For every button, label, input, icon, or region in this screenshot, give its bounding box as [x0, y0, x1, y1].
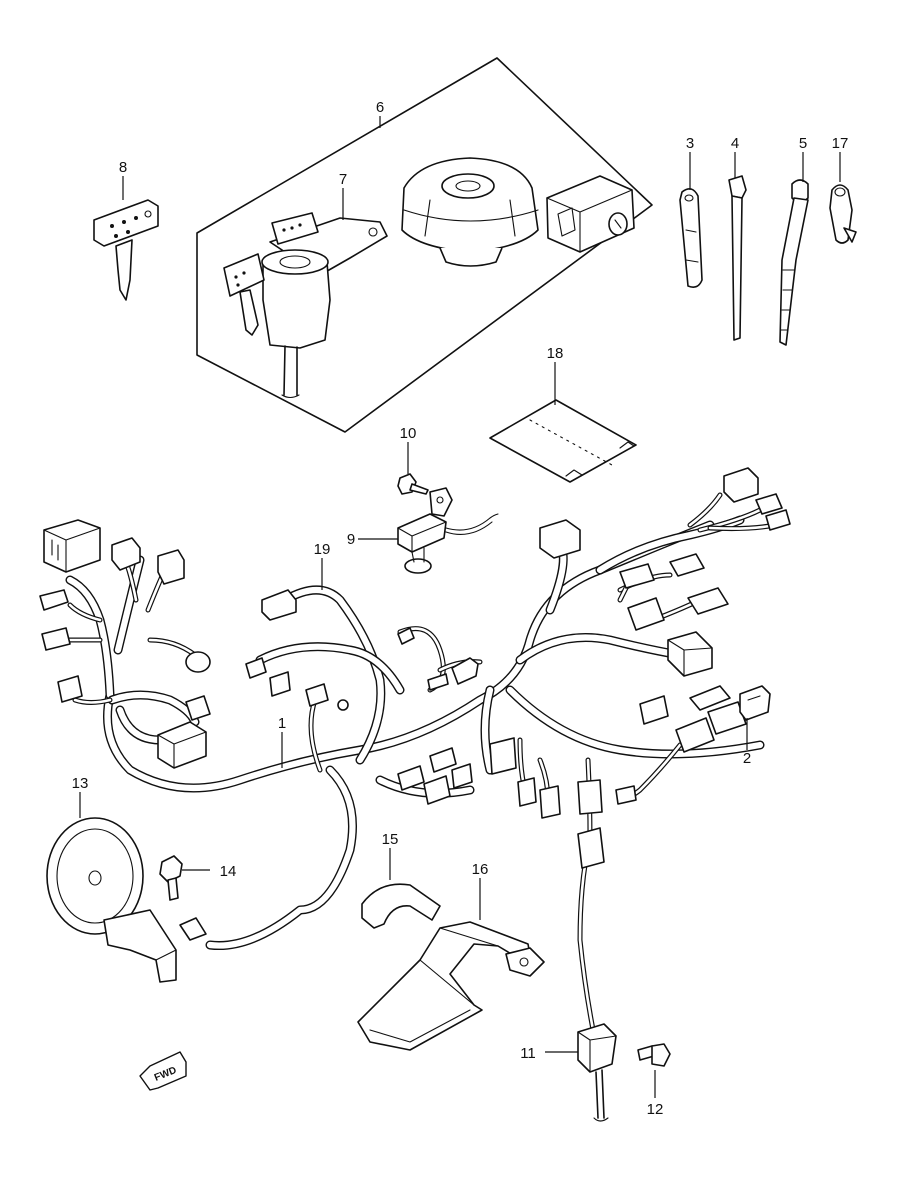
callout-15: 15: [382, 831, 399, 848]
callout-leaders: [79, 116, 841, 1098]
cable-tie-5-part: [779, 179, 809, 346]
bolt-14-part: [159, 855, 183, 901]
ignition-switch-part: [223, 212, 388, 399]
callout-14: 14: [220, 863, 237, 880]
callout-1: 1: [278, 715, 286, 732]
clamp-17-part: [829, 184, 857, 244]
callout-labels: 1 2 3 4 5 6 7 8 9 10 11 12 13 14 15 16 1…: [72, 99, 849, 1118]
callout-17: 17: [832, 135, 849, 152]
callout-9: 9: [347, 531, 355, 548]
tape-sheet-part: [489, 399, 637, 483]
fuel-cap-part: [401, 157, 539, 267]
callout-8: 8: [119, 159, 127, 176]
switch-9-part: [397, 487, 499, 574]
callout-16: 16: [472, 861, 489, 878]
forward-arrow-icon: FWD: [139, 1051, 187, 1091]
callout-19: 19: [314, 541, 331, 558]
callout-2: 2: [743, 750, 751, 767]
callout-4: 4: [731, 135, 739, 152]
callout-7: 7: [339, 171, 347, 188]
sensor-11-part: [577, 1023, 617, 1122]
cable-tie-4-part: [728, 175, 747, 341]
callout-6: 6: [376, 99, 384, 116]
key-part: [93, 199, 159, 301]
seat-lock-part: [546, 175, 635, 253]
key-set-group-box: [196, 57, 653, 433]
callout-5: 5: [799, 135, 807, 152]
callout-10: 10: [400, 425, 417, 442]
callout-13: 13: [72, 775, 89, 792]
harness-connectors: [39, 467, 791, 869]
callout-18: 18: [547, 345, 564, 362]
main-wiring-harness-part: [65, 515, 765, 951]
horn-part: [46, 817, 207, 983]
clamp-3-part: [679, 188, 703, 288]
callout-3: 3: [686, 135, 694, 152]
callout-11: 11: [520, 1045, 536, 1062]
bracket-16-part: [357, 921, 545, 1051]
screw-10-part: [397, 473, 429, 495]
callout-12: 12: [647, 1101, 664, 1118]
cover-15-part: [361, 883, 441, 929]
bolt-12-part: [637, 1043, 671, 1067]
